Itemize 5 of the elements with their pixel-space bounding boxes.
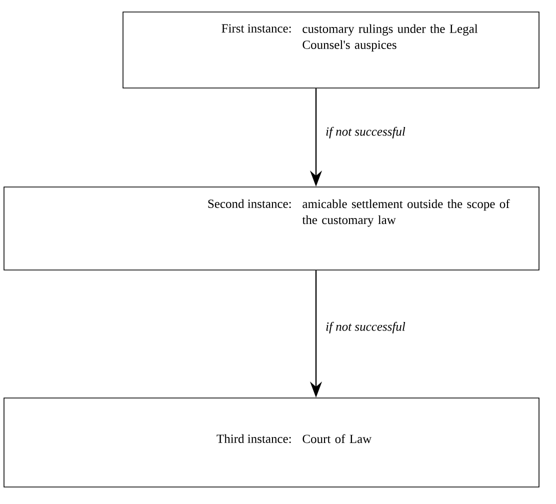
edge-label: if not successful: [326, 322, 406, 334]
process-box: First instance: customary rulings under the Legal Counsel's auspices: [122, 12, 540, 88]
process-box: Third instance: Court of Law: [4, 398, 540, 488]
process-box: Second instance: amicable settlement outside the scope of the customary law: [4, 186, 540, 270]
edge-label: if not successful: [326, 126, 406, 138]
